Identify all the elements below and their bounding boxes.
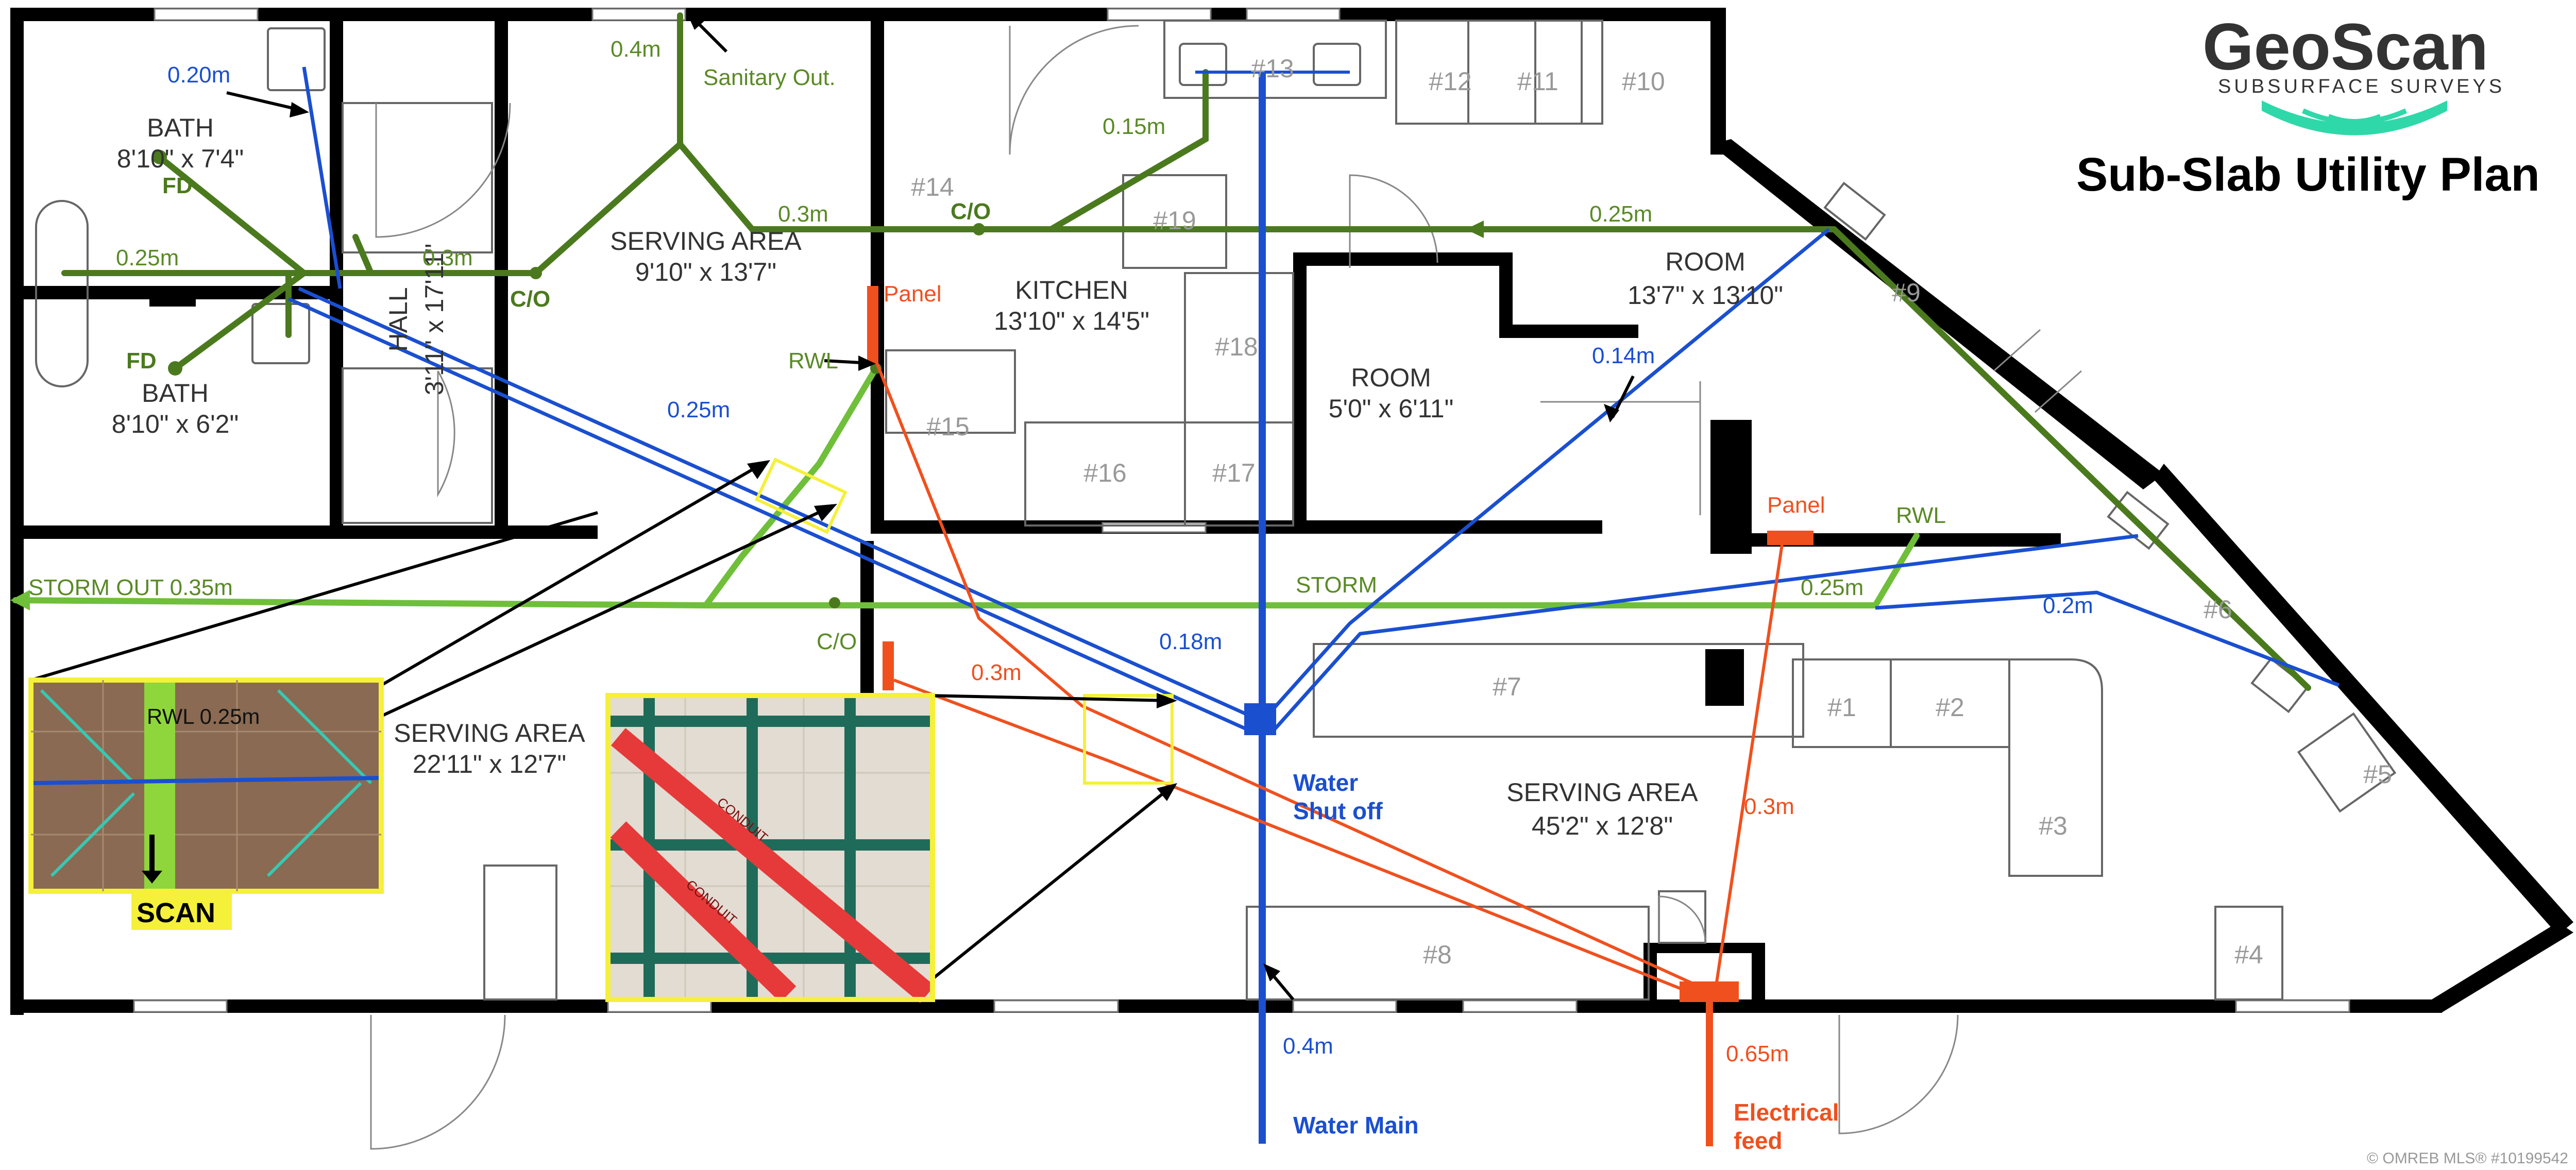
room-small-name: ROOM	[1351, 363, 1431, 392]
label-sanitary-03: 0.3m	[778, 201, 828, 227]
fixture-number: #11	[1517, 67, 1558, 96]
windows	[133, 8, 2350, 1013]
room-labels: BATH 8'10" x 7'4" BATH 8'10" x 6'2" HALL…	[112, 113, 1783, 840]
label-water-020: 0.20m	[167, 62, 230, 88]
label-elec-065: 0.65m	[1726, 1041, 1789, 1066]
inset-rwl-label: RWL 0.25m	[147, 704, 260, 728]
fixture-number: #19	[1153, 206, 1196, 235]
fixture-number: #12	[1429, 67, 1471, 96]
room-serving1-name: SERVING AREA	[610, 227, 802, 256]
inset-photo-conduit: CONDUIT CONDUIT	[605, 693, 935, 1003]
fixture-numbers: #1 #2 #3 #4 #5 #6 #7 #8 #9 #10 #11 #12 #…	[911, 54, 2392, 969]
watermark: © OMREB MLS® #10199542	[2367, 1150, 2568, 1167]
label-sanitary-out: Sanitary Out.	[703, 65, 836, 90]
label-storm-out: STORM OUT 0.35m	[28, 575, 233, 600]
room-large-name: ROOM	[1665, 247, 1745, 276]
fixture-number: #6	[2204, 595, 2232, 624]
room-serving2-name: SERVING AREA	[394, 719, 585, 748]
scan-label: SCAN	[137, 897, 215, 928]
label-panel: Panel	[1767, 493, 1825, 518]
fixture-number: #18	[1215, 332, 1258, 361]
fixture-number: #15	[926, 412, 969, 441]
fixture-number: #5	[2363, 760, 2392, 789]
fixture-number: #10	[1622, 67, 1665, 96]
label-electrical-feed-2: feed	[1734, 1127, 1783, 1154]
sanitary-lines	[61, 12, 2311, 691]
brand-name: GeoScan	[2202, 10, 2488, 84]
room-bath1-name: BATH	[147, 113, 214, 142]
label-sanitary-015: 0.15m	[1103, 114, 1165, 139]
label-panel: Panel	[884, 281, 942, 307]
room-small-dim: 5'0" x 6'11"	[1329, 394, 1454, 423]
room-large-dim: 13'7" x 13'10"	[1628, 281, 1783, 310]
label-fd: FD	[162, 173, 193, 198]
label-electrical-feed-1: Electrical	[1734, 1099, 1839, 1126]
room-serving2-dim: 22'11" x 12'7"	[413, 750, 566, 778]
room-bath2-dim: 8'10" x 6'2"	[112, 410, 239, 438]
geoscan-logo: GeoScan SUBSURFACE SURVEYS Sub-Slab Util…	[2076, 10, 2540, 201]
label-sanitary-04: 0.4m	[611, 37, 661, 62]
label-storm-025: 0.25m	[1801, 575, 1863, 600]
fixture-number: #1	[1827, 693, 1856, 722]
fixture-number: #16	[1083, 459, 1126, 487]
room-bath2-name: BATH	[142, 379, 209, 408]
storm-lines	[10, 363, 1920, 611]
label-rwl: RWL	[1896, 503, 1946, 528]
label-co: C/O	[951, 199, 991, 224]
electrical-lines	[867, 286, 1814, 1146]
label-water-02: 0.2m	[2043, 593, 2093, 618]
brand-tagline: SUBSURFACE SURVEYS	[2218, 76, 2505, 97]
fixture-number: #14	[911, 173, 954, 201]
fixture-number: #4	[2234, 940, 2263, 969]
room-serving3-dim: 45'2" x 12'8"	[1532, 811, 1673, 840]
water-lines	[287, 66, 2340, 1144]
label-sanitary-025b: 0.25m	[1589, 201, 1652, 227]
label-sanitary-025: 0.25m	[116, 245, 179, 270]
room-kitchen-name: KITCHEN	[1015, 276, 1128, 304]
label-co: C/O	[817, 629, 857, 654]
fixture-number: #7	[1493, 672, 1521, 701]
label-elec-03b: 0.3m	[1744, 794, 1794, 819]
label-storm: STORM	[1296, 572, 1377, 598]
label-co: C/O	[510, 286, 550, 312]
label-water-018: 0.18m	[1159, 629, 1222, 654]
room-hall-dim: 3'11" x 17'11"	[420, 244, 449, 396]
label-water-014: 0.14m	[1592, 343, 1655, 368]
label-sanitary-03b: 0.3m	[422, 245, 473, 270]
plan-title: Sub-Slab Utility Plan	[2076, 148, 2540, 201]
label-water-04: 0.4m	[1283, 1033, 1333, 1059]
label-water-shutoff-1: Water	[1293, 769, 1358, 796]
fixture-outlines	[35, 20, 2397, 1001]
fixture-number: #2	[1936, 693, 1964, 722]
label-elec-03: 0.3m	[971, 660, 1022, 685]
utility-labels: 0.4m Sanitary Out. 0.15m 0.3m 0.3m 0.25m…	[28, 37, 2093, 1154]
label-fd: FD	[126, 348, 157, 374]
label-rwl: RWL	[788, 348, 838, 374]
fixture-number: #17	[1212, 459, 1255, 487]
fixture-number: #3	[2039, 811, 2067, 840]
label-water-shutoff-2: Shut off	[1293, 798, 1383, 824]
label-water-main: Water Main	[1293, 1112, 1419, 1139]
door-swings	[370, 25, 1959, 1150]
fixture-number: #8	[1423, 940, 1452, 969]
room-serving3-name: SERVING AREA	[1506, 778, 1698, 807]
highlight-boxes	[754, 457, 1174, 785]
room-kitchen-dim: 13'10" x 14'5"	[994, 307, 1149, 335]
room-hall-name: HALL	[384, 287, 413, 351]
inset-photo-rwl: RWL 0.25m SCAN	[28, 677, 384, 930]
label-water-025: 0.25m	[667, 397, 730, 422]
room-serving1-dim: 9'10" x 13'7"	[635, 258, 776, 286]
fixture-number: #9	[1892, 278, 1921, 307]
room-bath1-dim: 8'10" x 7'4"	[117, 144, 244, 173]
fixture-number: #13	[1251, 54, 1294, 83]
leader-arrows	[30, 11, 1635, 1001]
